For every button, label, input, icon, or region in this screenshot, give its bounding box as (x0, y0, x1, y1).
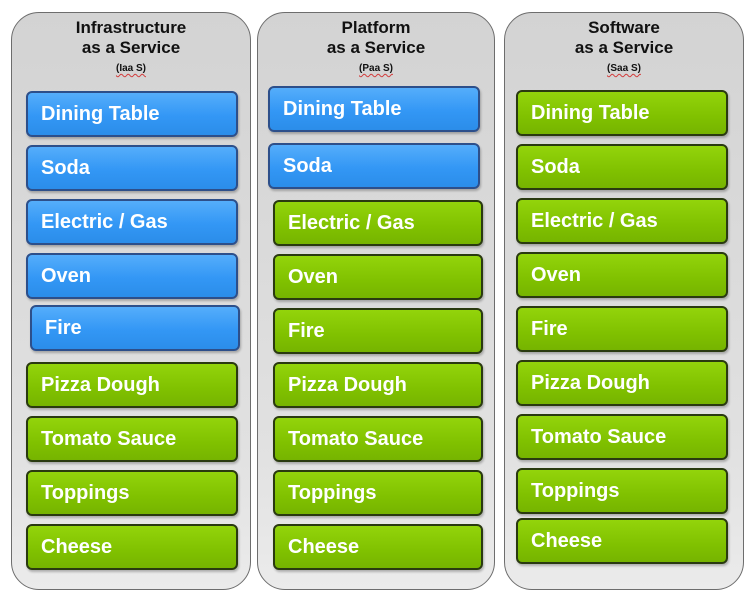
layer-cheese: Cheese (516, 518, 728, 564)
layer-label: Electric / Gas (288, 211, 415, 234)
layer-pizza-dough: Pizza Dough (26, 362, 238, 408)
iaas-column: Infrastructure as a Service (Iaa S) Dini… (11, 12, 251, 590)
layer-oven: Oven (26, 253, 238, 299)
column-title: Infrastructure as a Service (Iaa S) (12, 18, 250, 76)
layer-label: Cheese (288, 535, 360, 558)
column-abbreviation: (Paa S) (359, 63, 393, 74)
layer-label: Oven (531, 263, 582, 286)
column-title-line2: as a Service (574, 38, 674, 57)
layer-cheese: Cheese (273, 524, 483, 570)
layer-label: Soda (531, 155, 580, 178)
layer-label: Pizza Dough (288, 373, 407, 396)
layer-label: Fire (45, 316, 82, 339)
layer-electric-gas: Electric / Gas (26, 199, 238, 245)
column-title-line1: Software (588, 18, 660, 37)
layer-electric-gas: Electric / Gas (516, 198, 728, 244)
column-title-line2: as a Service (81, 38, 181, 57)
layer-pizza-dough: Pizza Dough (516, 360, 728, 406)
layer-oven: Oven (516, 252, 728, 298)
column-title: Software as a Service (Saa S) (505, 18, 743, 76)
column-title-line1: Infrastructure (75, 18, 187, 37)
layer-label: Dining Table (283, 97, 402, 120)
layer-soda: Soda (516, 144, 728, 190)
layer-soda: Soda (268, 143, 480, 189)
layer-fire: Fire (516, 306, 728, 352)
saas-column: Software as a Service (Saa S) Dining Tab… (504, 12, 744, 590)
layer-label: Toppings (531, 479, 620, 502)
layer-toppings: Toppings (516, 468, 728, 514)
layer-fire: Fire (273, 308, 483, 354)
layer-tomato-sauce: Tomato Sauce (516, 414, 728, 460)
layer-cheese: Cheese (26, 524, 238, 570)
layer-label: Fire (288, 319, 325, 342)
layer-fire: Fire (30, 305, 240, 351)
layer-label: Soda (283, 154, 332, 177)
layer-oven: Oven (273, 254, 483, 300)
layer-label: Oven (288, 265, 339, 288)
layer-label: Soda (41, 156, 90, 179)
layer-soda: Soda (26, 145, 238, 191)
layer-label: Tomato Sauce (288, 427, 424, 450)
column-title: Platform as a Service (Paa S) (258, 18, 494, 76)
layer-label: Tomato Sauce (41, 427, 177, 450)
layer-label: Electric / Gas (531, 209, 658, 232)
layer-tomato-sauce: Tomato Sauce (273, 416, 483, 462)
layer-label: Dining Table (531, 101, 650, 124)
layer-label: Cheese (41, 535, 113, 558)
layer-label: Electric / Gas (41, 210, 168, 233)
layer-dining-table: Dining Table (268, 86, 480, 132)
layer-label: Oven (41, 264, 92, 287)
layer-toppings: Toppings (26, 470, 238, 516)
paas-column: Platform as a Service (Paa S) Dining Tab… (257, 12, 495, 590)
column-abbreviation: (Iaa S) (115, 63, 146, 74)
layer-electric-gas: Electric / Gas (273, 200, 483, 246)
layer-tomato-sauce: Tomato Sauce (26, 416, 238, 462)
layer-label: Cheese (531, 529, 603, 552)
layer-label: Pizza Dough (531, 371, 650, 394)
layer-label: Toppings (288, 481, 377, 504)
layer-label: Toppings (41, 481, 130, 504)
column-title-line2: as a Service (326, 38, 426, 57)
column-abbreviation: (Saa S) (607, 63, 641, 74)
layer-label: Pizza Dough (41, 373, 160, 396)
layer-label: Dining Table (41, 102, 160, 125)
layer-label: Fire (531, 317, 568, 340)
layer-dining-table: Dining Table (516, 90, 728, 136)
layer-toppings: Toppings (273, 470, 483, 516)
layer-label: Tomato Sauce (531, 425, 667, 448)
layer-dining-table: Dining Table (26, 91, 238, 137)
column-title-line1: Platform (341, 18, 411, 37)
layer-pizza-dough: Pizza Dough (273, 362, 483, 408)
